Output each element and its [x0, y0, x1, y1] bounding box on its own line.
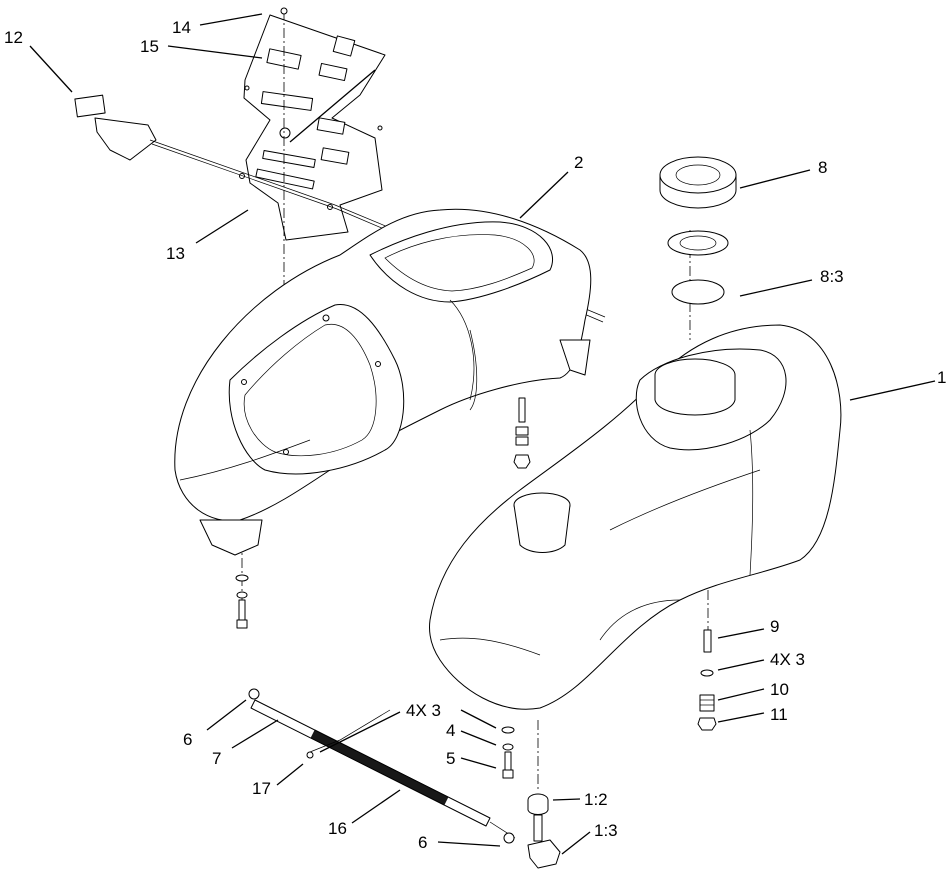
callout-4: 4 — [446, 721, 455, 740]
fuel-fitting-part — [527, 793, 561, 869]
callout-9: 9 — [770, 617, 779, 636]
callout-4x3-right: 4X 3 — [770, 650, 805, 669]
fuel-line-part — [248, 688, 516, 844]
callout-labels: 14 15 12 13 2 8 8:3 1 9 4X 3 10 11 4X 3 … — [4, 18, 946, 852]
left-fuel-tank-part — [174, 208, 592, 556]
callout-16: 16 — [328, 819, 347, 838]
callout-6-bottom: 6 — [418, 833, 427, 852]
callout-2: 2 — [574, 153, 583, 172]
callout-7: 7 — [212, 749, 221, 768]
callout-8: 8 — [818, 158, 827, 177]
callout-12: 12 — [4, 28, 23, 47]
callout-13: 13 — [166, 244, 185, 263]
callout-6-top: 6 — [183, 730, 192, 749]
callout-14: 14 — [172, 18, 191, 37]
left-tank-hardware — [235, 397, 531, 629]
callout-8-3: 8:3 — [820, 267, 844, 286]
callout-1-2: 1:2 — [584, 790, 608, 809]
right-tank-hardware — [501, 629, 717, 779]
screw-part — [280, 7, 288, 15]
callout-5: 5 — [446, 749, 455, 768]
callout-17: 17 — [252, 779, 271, 798]
fuel-cap-part — [659, 156, 737, 305]
callout-4x3-left: 4X 3 — [406, 701, 441, 720]
callout-1-3: 1:3 — [594, 821, 618, 840]
callout-15: 15 — [140, 37, 159, 56]
callout-11: 11 — [770, 705, 788, 724]
callout-1: 1 — [937, 368, 946, 387]
leader-lines — [29, 13, 936, 855]
callout-10: 10 — [770, 680, 789, 699]
mounting-plate-part — [239, 14, 386, 241]
right-fuel-tank-part — [429, 324, 842, 710]
